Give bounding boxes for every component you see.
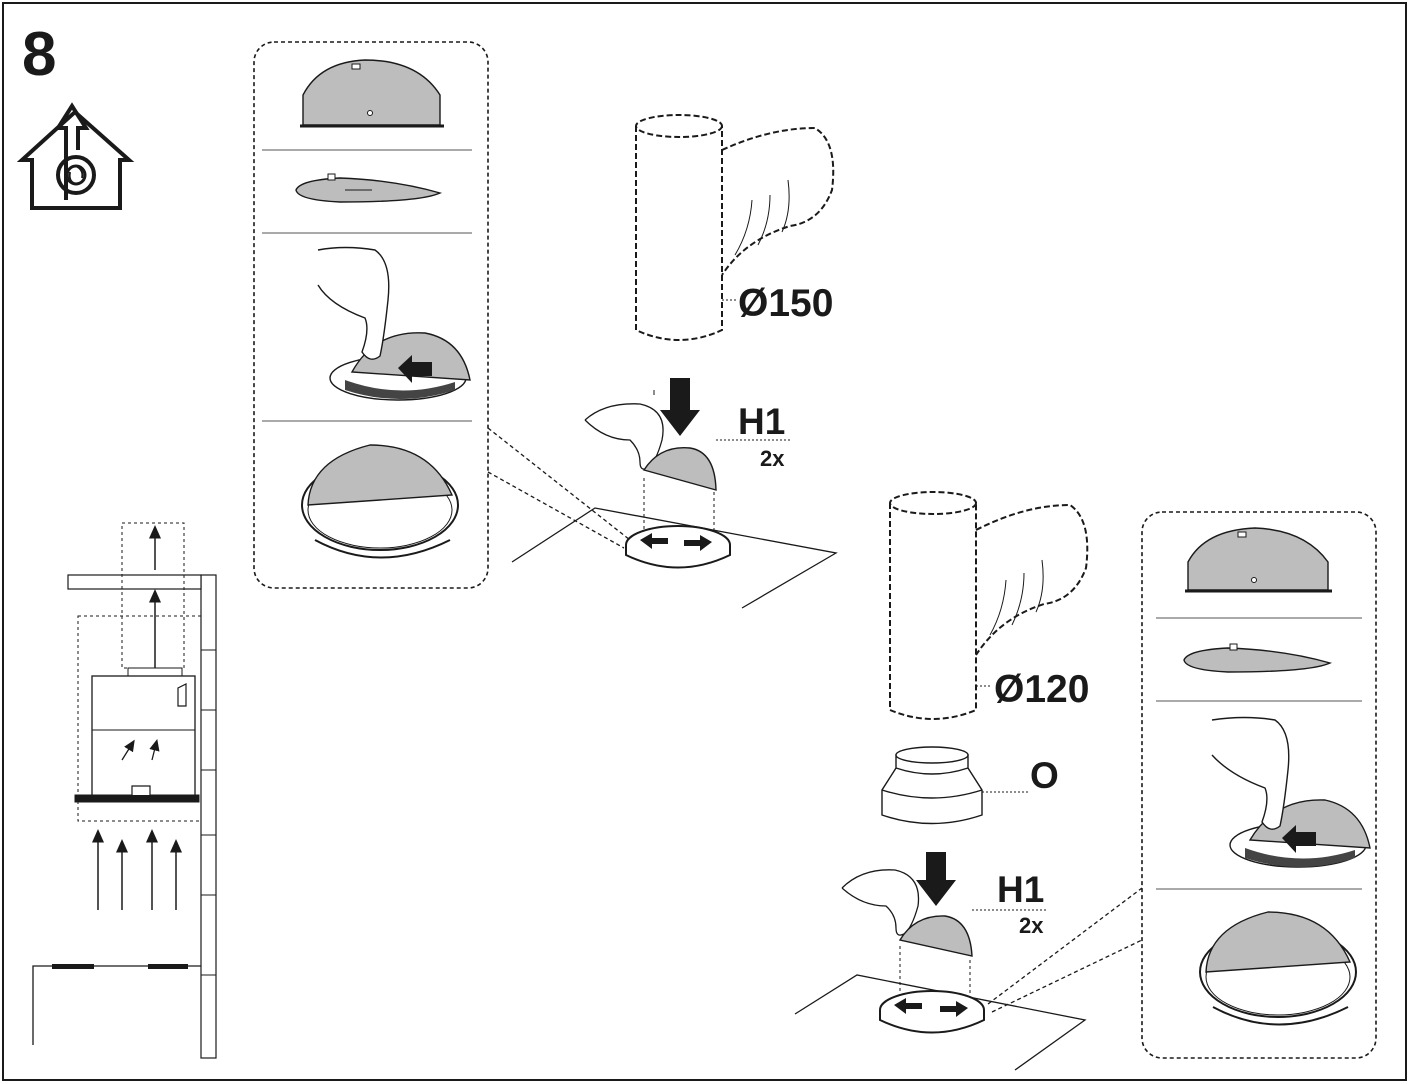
quantity-label-bottom: 2x: [1019, 913, 1044, 938]
quantity-label-top: 2x: [760, 446, 785, 471]
duct-diameter-150-label: Ø150: [738, 282, 834, 325]
step-number: 8: [22, 20, 57, 89]
ceiling-shelf: [67, 574, 202, 590]
detail-panel-right: [1141, 511, 1377, 1059]
hood-body: [91, 675, 196, 798]
wall: [200, 574, 217, 1059]
duct-120: [889, 491, 1089, 720]
push-down-arrow-icon: [660, 378, 700, 436]
hand-icon: [317, 246, 471, 401]
hood-installation-drawing: [32, 522, 217, 1059]
house-with-fan-exhaust-icon: [16, 102, 135, 210]
detail-panel-left: [253, 41, 489, 589]
part-o-label: O: [1030, 755, 1059, 796]
flap-insertion-top: [511, 378, 838, 609]
reducer-O: [881, 746, 1030, 825]
duct-150: [635, 114, 835, 341]
part-h1-label-bottom: H1: [997, 869, 1045, 910]
duct-diameter-120-label: Ø120: [994, 668, 1090, 711]
push-down-arrow-icon: [916, 852, 956, 906]
push-arrow-icon: [398, 355, 432, 383]
part-h1-label-top: H1: [738, 401, 786, 442]
flap-insertion-bottom: [794, 852, 1087, 1071]
hood-base: [74, 794, 200, 803]
